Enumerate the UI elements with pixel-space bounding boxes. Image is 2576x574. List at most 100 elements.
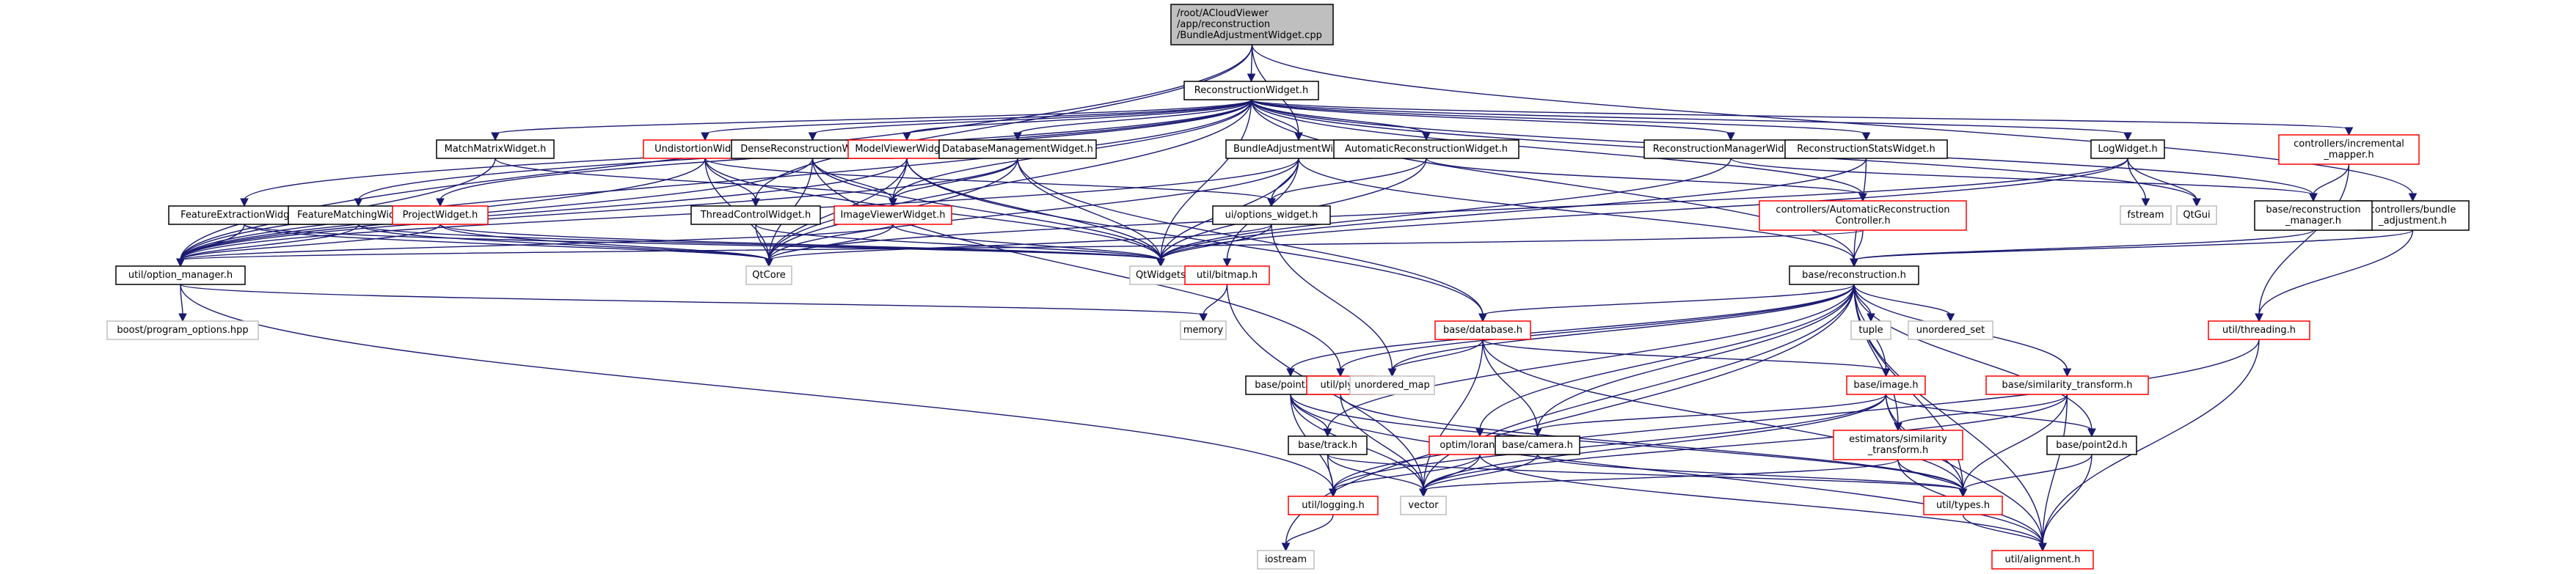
node-box: [1170, 4, 1334, 45]
node-reconstruction-stats-widget-h[interactable]: ReconstructionStatsWidget.h: [1784, 139, 1948, 159]
node-box: [1908, 320, 1993, 340]
node-label: controllers/AutomaticReconstruction: [1776, 205, 1949, 216]
node-base-track-h[interactable]: base/track.h: [1288, 435, 1368, 455]
node-boost-program-options-hpp[interactable]: boost/program_options.hpp: [106, 320, 259, 340]
edge-reconstruction-widget-to-incremental-mapper: [1250, 99, 2350, 130]
node-base-camera-h[interactable]: base/camera.h: [1495, 435, 1580, 455]
edge-logging-to-iostream: [1285, 514, 1334, 545]
node-label: DatabaseManagementWidget.h: [942, 144, 1093, 155]
node-iostream[interactable]: iostream: [1257, 550, 1315, 570]
node-util-logging-h[interactable]: util/logging.h: [1288, 496, 1379, 515]
edge-database-to-image: [1482, 339, 1887, 371]
node-util-types-h[interactable]: util/types.h: [1923, 496, 2003, 515]
edge-arrowhead: [1286, 368, 1295, 378]
edge-database-to-unordered-map: [1391, 339, 1484, 371]
node-util-option-manager-h[interactable]: util/option_manager.h: [115, 265, 246, 285]
node-label: ModelViewerWidget.h: [855, 144, 958, 155]
edge-arrowhead: [2309, 193, 2318, 202]
edge-reconstruction-widget-to-undistortion-widget: [704, 99, 1252, 135]
node-reconstruction-widget-h[interactable]: ReconstructionWidget.h: [1183, 81, 1319, 100]
node-box: [1288, 496, 1379, 515]
node-box: [745, 265, 792, 285]
node-box: [1495, 435, 1580, 455]
edge-arrowhead: [1894, 422, 1902, 432]
edge-options-widget-to-qtwidgets: [1160, 224, 1272, 261]
node-vector[interactable]: vector: [1400, 496, 1447, 515]
node-bundle-adjustment-widget-cpp[interactable]: /root/ACloudViewer/app/reconstruction/Bu…: [1170, 4, 1334, 45]
node-box: [1288, 435, 1368, 455]
node-memory[interactable]: memory: [1180, 320, 1227, 340]
node-estimators-similarity-transform-h[interactable]: estimators/similarity_transform.h: [1833, 430, 1963, 460]
edge-est-similarity-transform-to-vector: [1423, 459, 1899, 491]
node-project-widget-h[interactable]: ProjectWidget.h: [392, 205, 489, 225]
node-box: [833, 205, 952, 225]
node-base-point2d-h[interactable]: base/point2d.h: [2046, 435, 2137, 455]
node-label: vector: [1408, 500, 1439, 511]
node-base-database-h[interactable]: base/database.h: [1434, 320, 1531, 340]
node-box: [1333, 139, 1519, 159]
node-log-widget-h[interactable]: LogWidget.h: [2090, 139, 2165, 159]
edge-bundle-adjustment-widget-to-options-widget: [1271, 158, 1299, 201]
edge-arrowhead: [2255, 313, 2263, 323]
node-label: base/database.h: [1443, 325, 1522, 336]
node-label: ui/options_widget.h: [1225, 210, 1318, 221]
edge-arrowhead: [1419, 488, 1428, 498]
node-qtcore[interactable]: QtCore: [745, 265, 792, 285]
edge-arrowhead: [2141, 198, 2150, 207]
node-unordered-map[interactable]: unordered_map: [1349, 375, 1435, 395]
node-unordered-set[interactable]: unordered_set: [1908, 320, 1993, 340]
node-base-reconstruction-manager-h[interactable]: base/reconstruction_manager.h: [2254, 200, 2373, 231]
edge-arrowhead: [1156, 258, 1165, 268]
edge-reconstruction-widget-to-qtwidgets: [1160, 99, 1252, 261]
edge-incremental-mapper-to-reconstruction-manager: [2313, 163, 2350, 196]
edge-auto-recon-controller-to-option-manager: [180, 229, 1864, 261]
node-label: ImageViewerWidget.h: [840, 210, 945, 221]
edge-point2d-to-types: [1962, 454, 2092, 491]
node-label: QtWidgets: [1136, 270, 1186, 281]
node-automatic-reconstruction-widget-h[interactable]: AutomaticReconstructionWidget.h: [1333, 139, 1519, 159]
edge-arrowhead: [1867, 313, 1875, 323]
node-controllers-incremental-mapper-h[interactable]: controllers/incremental_mapper.h: [2278, 134, 2420, 165]
edge-image-to-camera: [1536, 394, 1887, 431]
node-thread-control-widget-h[interactable]: ThreadControlWidget.h: [690, 205, 821, 225]
node-tuple[interactable]: tuple: [1850, 320, 1891, 340]
node-util-threading-h[interactable]: util/threading.h: [2208, 320, 2310, 340]
edge-reconstruction-widget-to-reconstruction-manager-widget: [1250, 99, 1732, 135]
node-box: [1180, 320, 1227, 340]
node-automatic-reconstruction-controller-h[interactable]: controllers/AutomaticReconstructionContr…: [1759, 200, 1967, 231]
edge-reconstruction-widget-to-auto-recon-controller: [1250, 99, 1864, 196]
node-label: ProjectWidget.h: [403, 210, 478, 221]
edge-thread-control-widget-to-qtcore: [755, 224, 770, 261]
node-fstream[interactable]: fstream: [2120, 205, 2172, 225]
node-match-matrix-widget-h[interactable]: MatchMatrixWidget.h: [436, 139, 555, 159]
node-box: [1846, 375, 1926, 395]
node-ui-options-widget-h[interactable]: ui/options_widget.h: [1212, 205, 1331, 225]
node-util-bitmap-h[interactable]: util/bitmap.h: [1184, 265, 1270, 285]
node-box: [690, 205, 821, 225]
node-box: [938, 139, 1097, 159]
node-controllers-bundle-adjustment-h[interactable]: controllers/bundle_adjustment.h: [2356, 200, 2470, 231]
node-label: ReconstructionWidget.h: [1194, 85, 1308, 96]
node-base-reconstruction-h[interactable]: base/reconstruction.h: [1789, 265, 1919, 285]
node-util-alignment-h[interactable]: util/alignment.h: [1991, 550, 2094, 570]
edge-est-similarity-transform-to-types: [1897, 459, 1964, 491]
node-image-viewer-widget-h[interactable]: ImageViewerWidget.h: [833, 205, 952, 225]
edge-base-reconstruction-to-vector: [1423, 284, 1855, 491]
node-qtgui[interactable]: QtGui: [2176, 205, 2217, 225]
edge-arrowhead: [2408, 193, 2418, 202]
node-base-image-h[interactable]: base/image.h: [1846, 375, 1926, 395]
node-box: [2278, 134, 2420, 165]
edge-image-to-vector: [1423, 394, 1887, 491]
node-database-management-widget-h[interactable]: DatabaseManagementWidget.h: [938, 139, 1097, 159]
node-label: QtCore: [752, 270, 785, 281]
edge-arrowhead: [1329, 488, 1338, 498]
node-box: [115, 265, 246, 285]
node-box: [1985, 375, 2149, 395]
edge-similarity-transform-to-vector: [1423, 394, 2068, 491]
node-base-similarity-transform-h[interactable]: base/similarity_transform.h: [1985, 375, 2149, 395]
node-box: [1850, 320, 1891, 340]
node-qtwidgets[interactable]: QtWidgets: [1129, 265, 1192, 285]
edge-arrowhead: [1199, 313, 1208, 323]
node-box: [392, 205, 489, 225]
edge-arrowhead: [491, 132, 500, 141]
